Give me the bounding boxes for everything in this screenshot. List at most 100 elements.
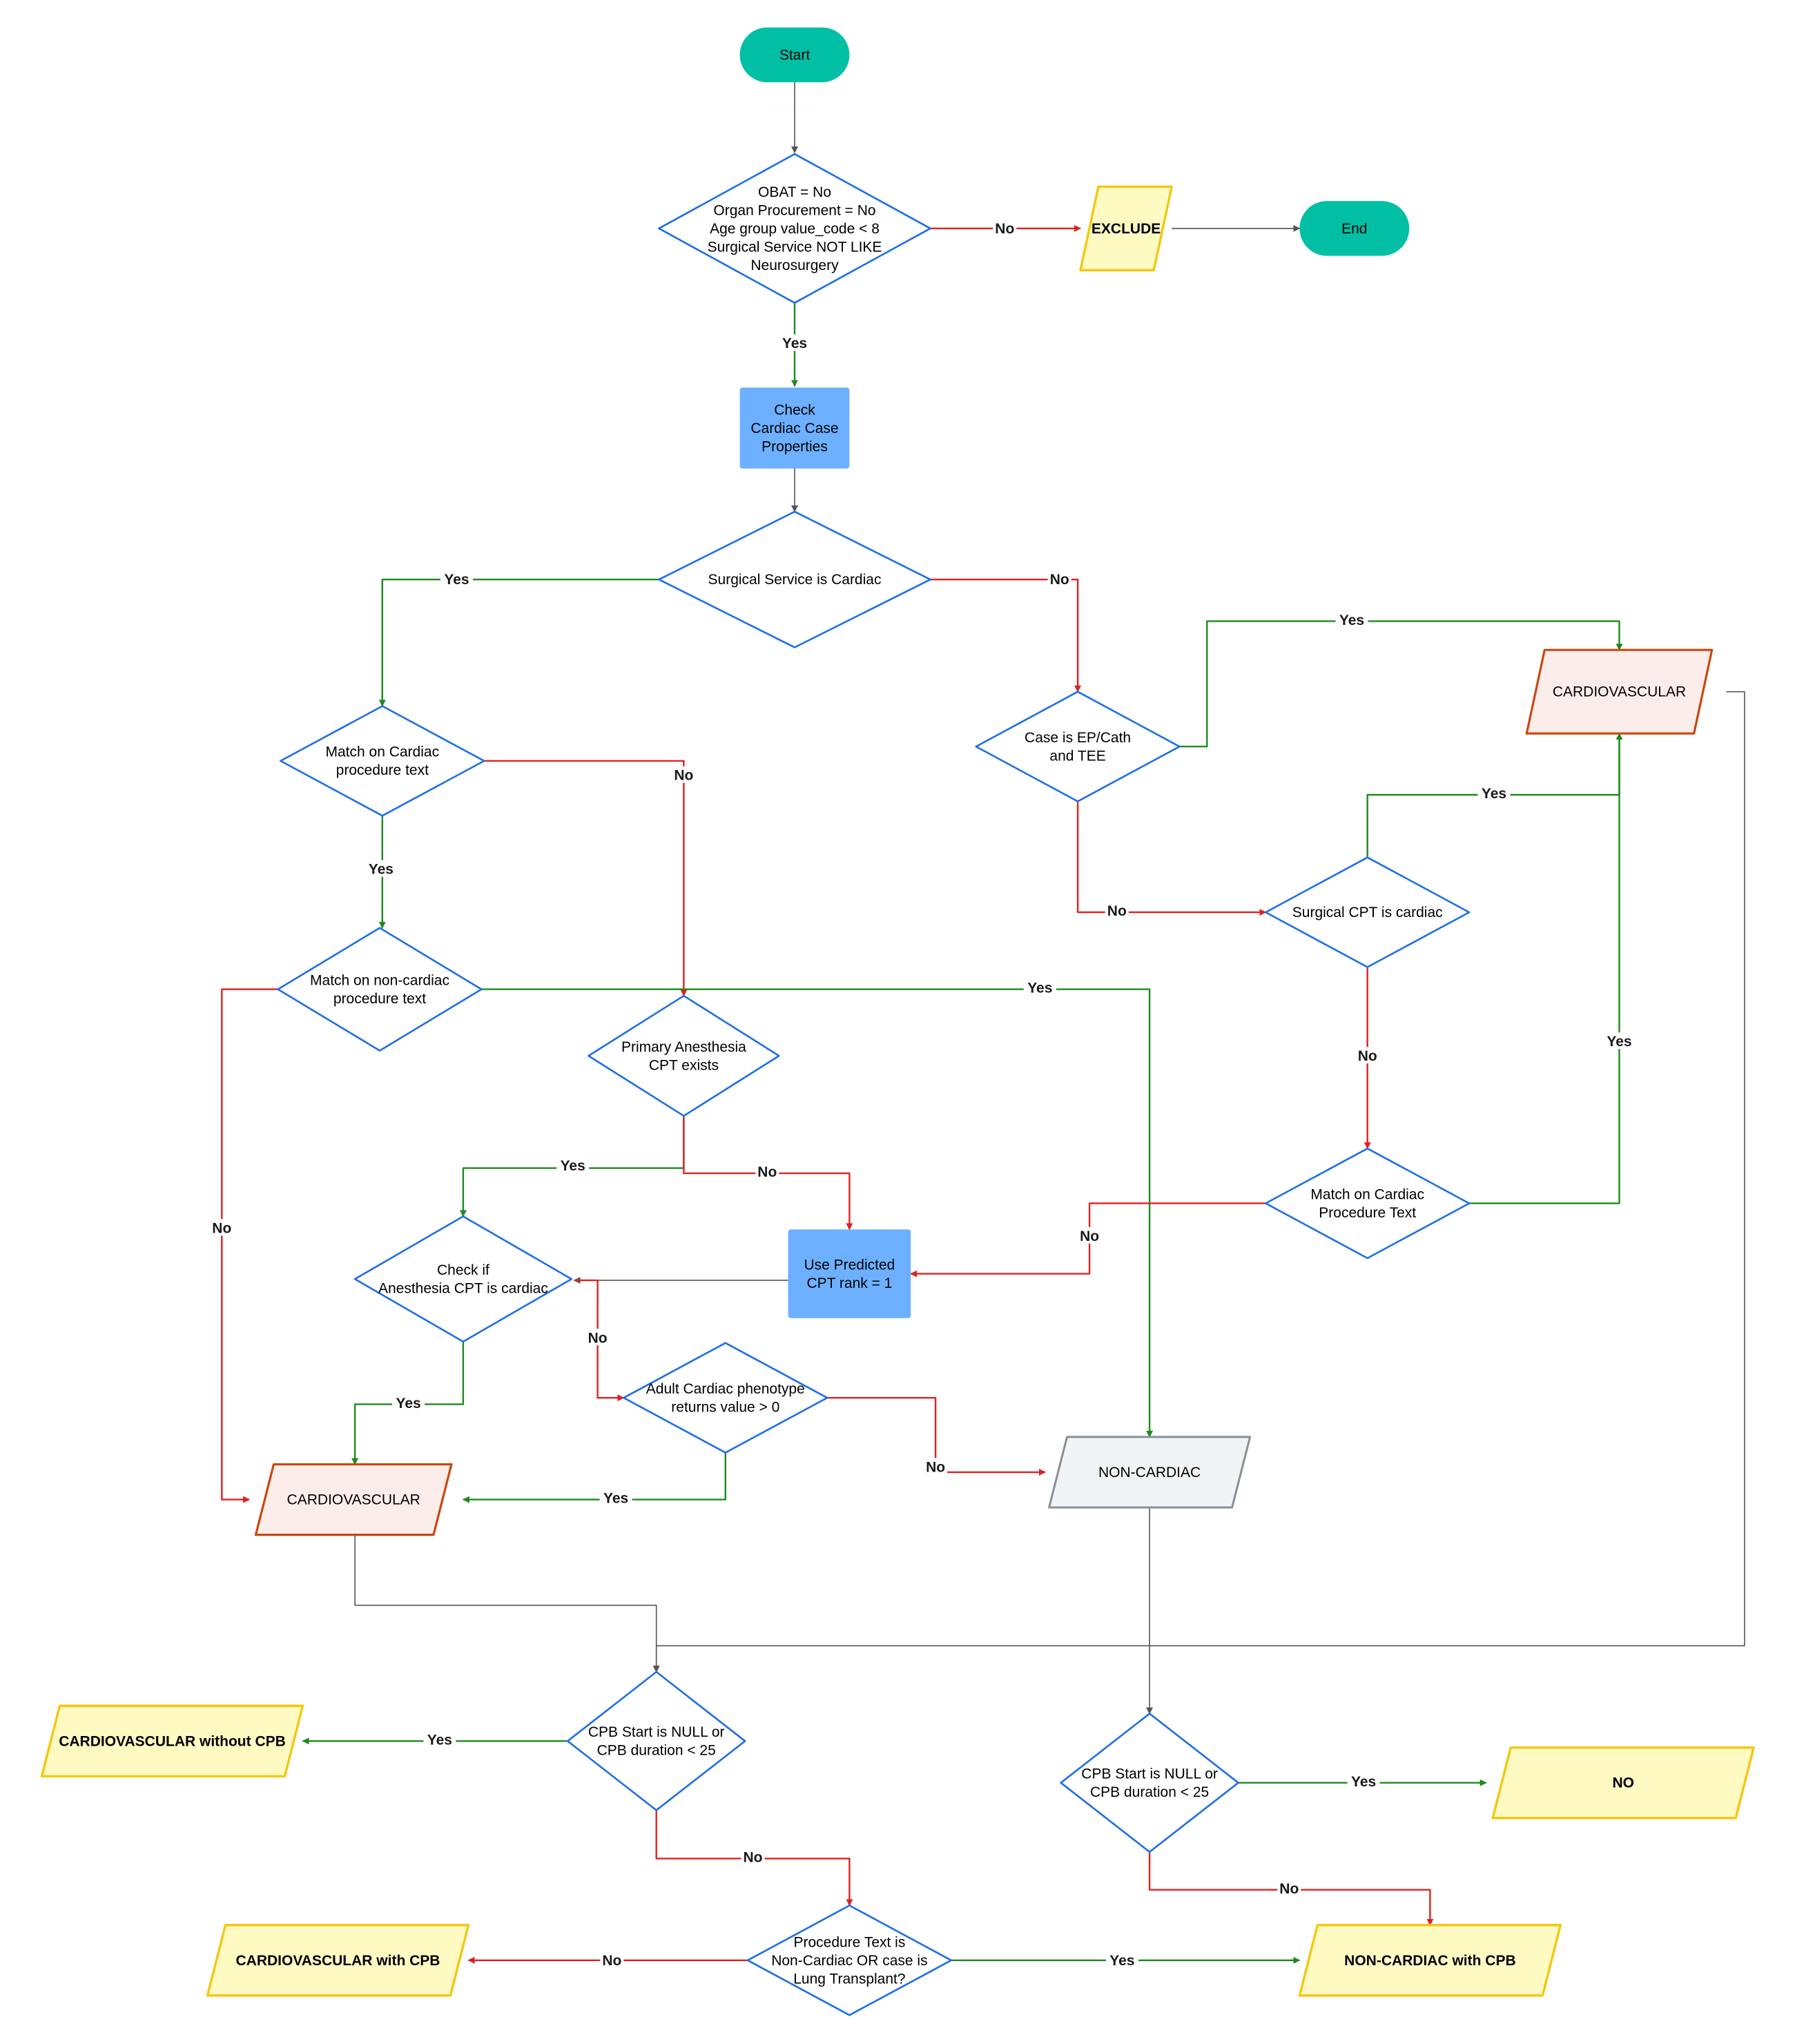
process-shape (788, 1229, 911, 1318)
node-label-line: End (1341, 221, 1367, 237)
node-label-line: returns value > 0 (671, 1399, 779, 1415)
edge-label-yes: Yes (782, 336, 807, 351)
node-label-line: Surgical CPT is cardiac (1292, 905, 1443, 920)
node-label-line: Neurosurgery (750, 258, 839, 273)
edge-no-connector (827, 1397, 1046, 1476)
node-o-noncardiac: NON-CARDIAC (1048, 1436, 1252, 1509)
node-label-line: Primary Anesthesia (621, 1039, 746, 1055)
node-label-line: NON-CARDIAC with CPB (1344, 1953, 1515, 1969)
edge-label-background (1603, 1032, 1636, 1050)
node-label-line: OBAT = No (758, 184, 831, 200)
edge-yes-connector (1179, 620, 1623, 748)
node-o-noncardiac-with-cpb: NON-CARDIAC with CPB (1298, 1924, 1562, 1997)
edge-no-connector (930, 579, 1082, 693)
edge-label-yes: Yes (396, 1396, 420, 1411)
node-label-line: Surgical Service is Cardiac (708, 572, 882, 588)
decision-shape (1060, 1713, 1239, 1853)
edge-label-no: No (602, 1953, 621, 1969)
edge-label-no: No (1050, 572, 1069, 588)
decision-shape (1265, 1147, 1471, 1260)
node-exclude: EXCLUDE (1079, 185, 1173, 271)
edge-label-no: No (674, 768, 693, 784)
edge-label-no: No (995, 221, 1014, 237)
node-label-line: CARDIOVASCULAR (287, 1492, 420, 1508)
node-label-line: Age group value_code < 8 (710, 221, 880, 237)
edges-layer (221, 82, 1745, 1964)
node-label-line: Surgical Service NOT LIKE (708, 239, 882, 255)
node-label-line: Case is EP/Cath (1025, 730, 1131, 746)
decision-shape (1265, 856, 1471, 968)
decision-shape (588, 994, 780, 1117)
edge-label-background (1277, 1879, 1301, 1896)
edge-label-background (365, 860, 398, 877)
edge-neutral-connector (652, 691, 1745, 1673)
edge-label-yes: Yes (561, 1158, 585, 1174)
data-output-shape (1079, 185, 1173, 271)
edge-label-background (599, 1489, 632, 1506)
edge-label-yes: Yes (603, 1491, 628, 1507)
node-d-ep-cath: Case is EP/Cath and TEE (975, 691, 1181, 802)
edge-yes-connector (378, 579, 659, 707)
node-label-line: Use Predicted (804, 1257, 895, 1273)
node-label-line: Match on Cardiac (1310, 1186, 1424, 1202)
edge-label-background (1023, 978, 1056, 996)
decision-shape (623, 1342, 828, 1454)
edge-label-background (392, 1394, 425, 1411)
decision-shape (277, 927, 483, 1052)
node-end: End (1299, 201, 1410, 256)
edge-no-connector (1076, 801, 1267, 916)
node-label-line: Organ Procurement = No (713, 202, 875, 218)
edge-label-background (924, 1458, 948, 1475)
node-label-line: Lung Transplant? (793, 1971, 905, 1987)
edge-label-no: No (1080, 1228, 1099, 1244)
data-output-shape (1525, 648, 1714, 735)
node-label-line: Adult Cardiac phenotype (646, 1381, 805, 1397)
node-o-no: NO (1491, 1746, 1755, 1820)
edge-label-yes: Yes (1027, 981, 1052, 996)
node-label-line: Procedure Text is (793, 1934, 905, 1950)
node-label-line: CARDIOVASCULAR without CPB (59, 1733, 286, 1749)
data-output-shape (1491, 1746, 1755, 1820)
node-label-line: Cardiac Case (750, 421, 838, 436)
node-d-surg-cpt: Surgical CPT is cardiac (1265, 856, 1471, 968)
node-label-line: Properties (761, 438, 828, 454)
decision-shape (353, 1215, 573, 1343)
edge-no-connector (221, 988, 278, 1503)
edge-label-no: No (1279, 1881, 1299, 1897)
edge-yes-connector (481, 988, 1154, 1438)
edge-label-yes: Yes (427, 1732, 452, 1748)
decision-shape (975, 691, 1181, 802)
data-output-shape (206, 1924, 470, 1997)
edge-label-background (1335, 610, 1368, 628)
data-output-shape (1298, 1924, 1562, 1997)
edge-label-yes: Yes (1339, 613, 1364, 628)
node-label-line: CARDIOVASCULAR with CPB (236, 1953, 440, 1969)
edge-label-background (1477, 784, 1511, 802)
node-label-line: NON-CARDIAC (1098, 1465, 1201, 1481)
edge-label-background (423, 1730, 456, 1748)
edge-label-yes: Yes (1482, 786, 1506, 802)
terminal-shape (1299, 201, 1410, 256)
node-label-line: Match on non-cardiac (310, 972, 449, 988)
decision-shape (658, 510, 931, 648)
data-output-shape (40, 1704, 304, 1778)
node-label-line: Check (774, 402, 815, 418)
edge-label-background (993, 219, 1017, 236)
edge-label-yes: Yes (1109, 1953, 1134, 1969)
edge-label-yes: Yes (444, 572, 469, 588)
edge-label-background (778, 334, 811, 351)
edge-label-background (672, 766, 696, 783)
node-label-line: CPT exists (649, 1057, 719, 1073)
edge-label-background (585, 1329, 610, 1346)
node-d-initial: OBAT = No Organ Procurement = No Age group… (658, 153, 931, 304)
edge-label-background (755, 1163, 779, 1180)
edge-label-no: No (1107, 903, 1127, 919)
node-label-line: and TEE (1049, 748, 1105, 764)
